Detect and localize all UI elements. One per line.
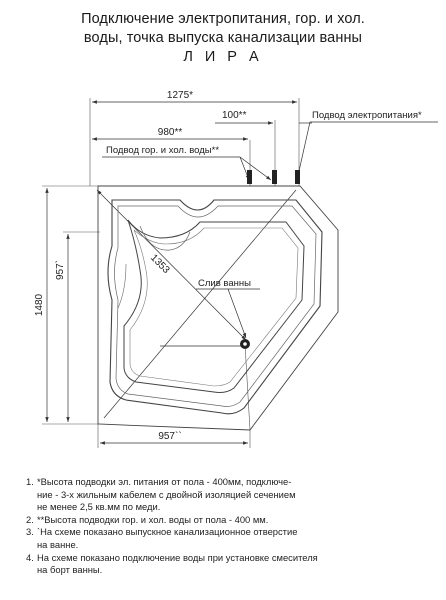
dim-bottom-width: 957`` — [158, 430, 181, 442]
note-line: На схеме показано подключение воды при у… — [37, 551, 318, 563]
title-line-1: Подключение электропитания, гор. и хол. — [81, 11, 365, 27]
note-text: **Высота подводки гор. и хол. воды от по… — [37, 514, 436, 527]
dim-water-width: 980** — [158, 127, 183, 138]
note-number: 1. — [26, 476, 34, 487]
note-text: *Высота подводки эл. питания от пола - 4… — [37, 476, 436, 514]
dim-inner-height: 957` — [54, 260, 66, 280]
note-line: `На схеме показано выпускное канализацио… — [37, 526, 298, 538]
tub-basin — [123, 219, 305, 393]
note-item: 4. На схеме показано подключение воды пр… — [26, 552, 436, 577]
note-item: 2. **Высота подводки гор. и хол. воды от… — [26, 514, 436, 527]
extension-lines — [42, 98, 300, 448]
tub-rim-outline — [107, 199, 323, 415]
dimension-lines — [45, 100, 312, 445]
note-line: на ванне. — [37, 538, 79, 550]
label-water-supply: Подвод гор. и хол. воды** — [106, 145, 219, 156]
dim-diagonal: 1353 — [148, 252, 172, 276]
title-line-2: воды, точка выпуска канализации ванны — [83, 30, 363, 46]
water-connection-pipes — [247, 170, 277, 184]
tub-outer-outline — [97, 185, 339, 431]
note-line: **Высота подводки гор. и хол. воды от по… — [37, 513, 269, 525]
dim-power-offset: 100** — [222, 110, 247, 121]
label-power-supply: Подвод электропитания* — [312, 110, 422, 121]
tub-seat — [117, 263, 127, 309]
note-number: 4. — [26, 551, 34, 563]
dim-width-total: 1275* — [167, 90, 193, 101]
note-number: 3. — [26, 526, 34, 538]
label-drain: Слив ванны — [198, 278, 251, 289]
title-product-name: Л И Р А — [183, 49, 263, 65]
note-line: ние - 3-х жильным кабелем с двойной изол… — [37, 488, 296, 500]
tub-headrest — [139, 225, 191, 251]
water-pipe-cold — [272, 170, 277, 184]
notes-list: 1. *Высота подводки эл. питания от пола … — [26, 476, 436, 577]
note-text: На схеме показано подключение воды при у… — [37, 552, 436, 577]
note-text: `На схеме показано выпускное канализацио… — [37, 526, 436, 551]
dim-total-height: 1480 — [34, 293, 45, 316]
note-line: на борт ванны. — [37, 564, 103, 576]
note-line: не менее 2,5 кв.мм по меди. — [37, 501, 161, 513]
water-pipe-hot — [247, 170, 252, 184]
note-item: 1. *Высота подводки эл. питания от пола … — [26, 476, 436, 514]
note-item: 3. `На схеме показано выпускное канализа… — [26, 526, 436, 551]
diagram-title: Подключение электропитания, гор. и хол. … — [0, 10, 446, 67]
tub-rim-inner — [114, 205, 317, 407]
drain-icon — [240, 339, 250, 349]
note-line: *Высота подводки эл. питания от пола - 4… — [37, 476, 292, 487]
power-connection-pipe — [295, 170, 300, 184]
tub-basin-inner — [129, 227, 299, 387]
note-number: 2. — [26, 513, 34, 525]
